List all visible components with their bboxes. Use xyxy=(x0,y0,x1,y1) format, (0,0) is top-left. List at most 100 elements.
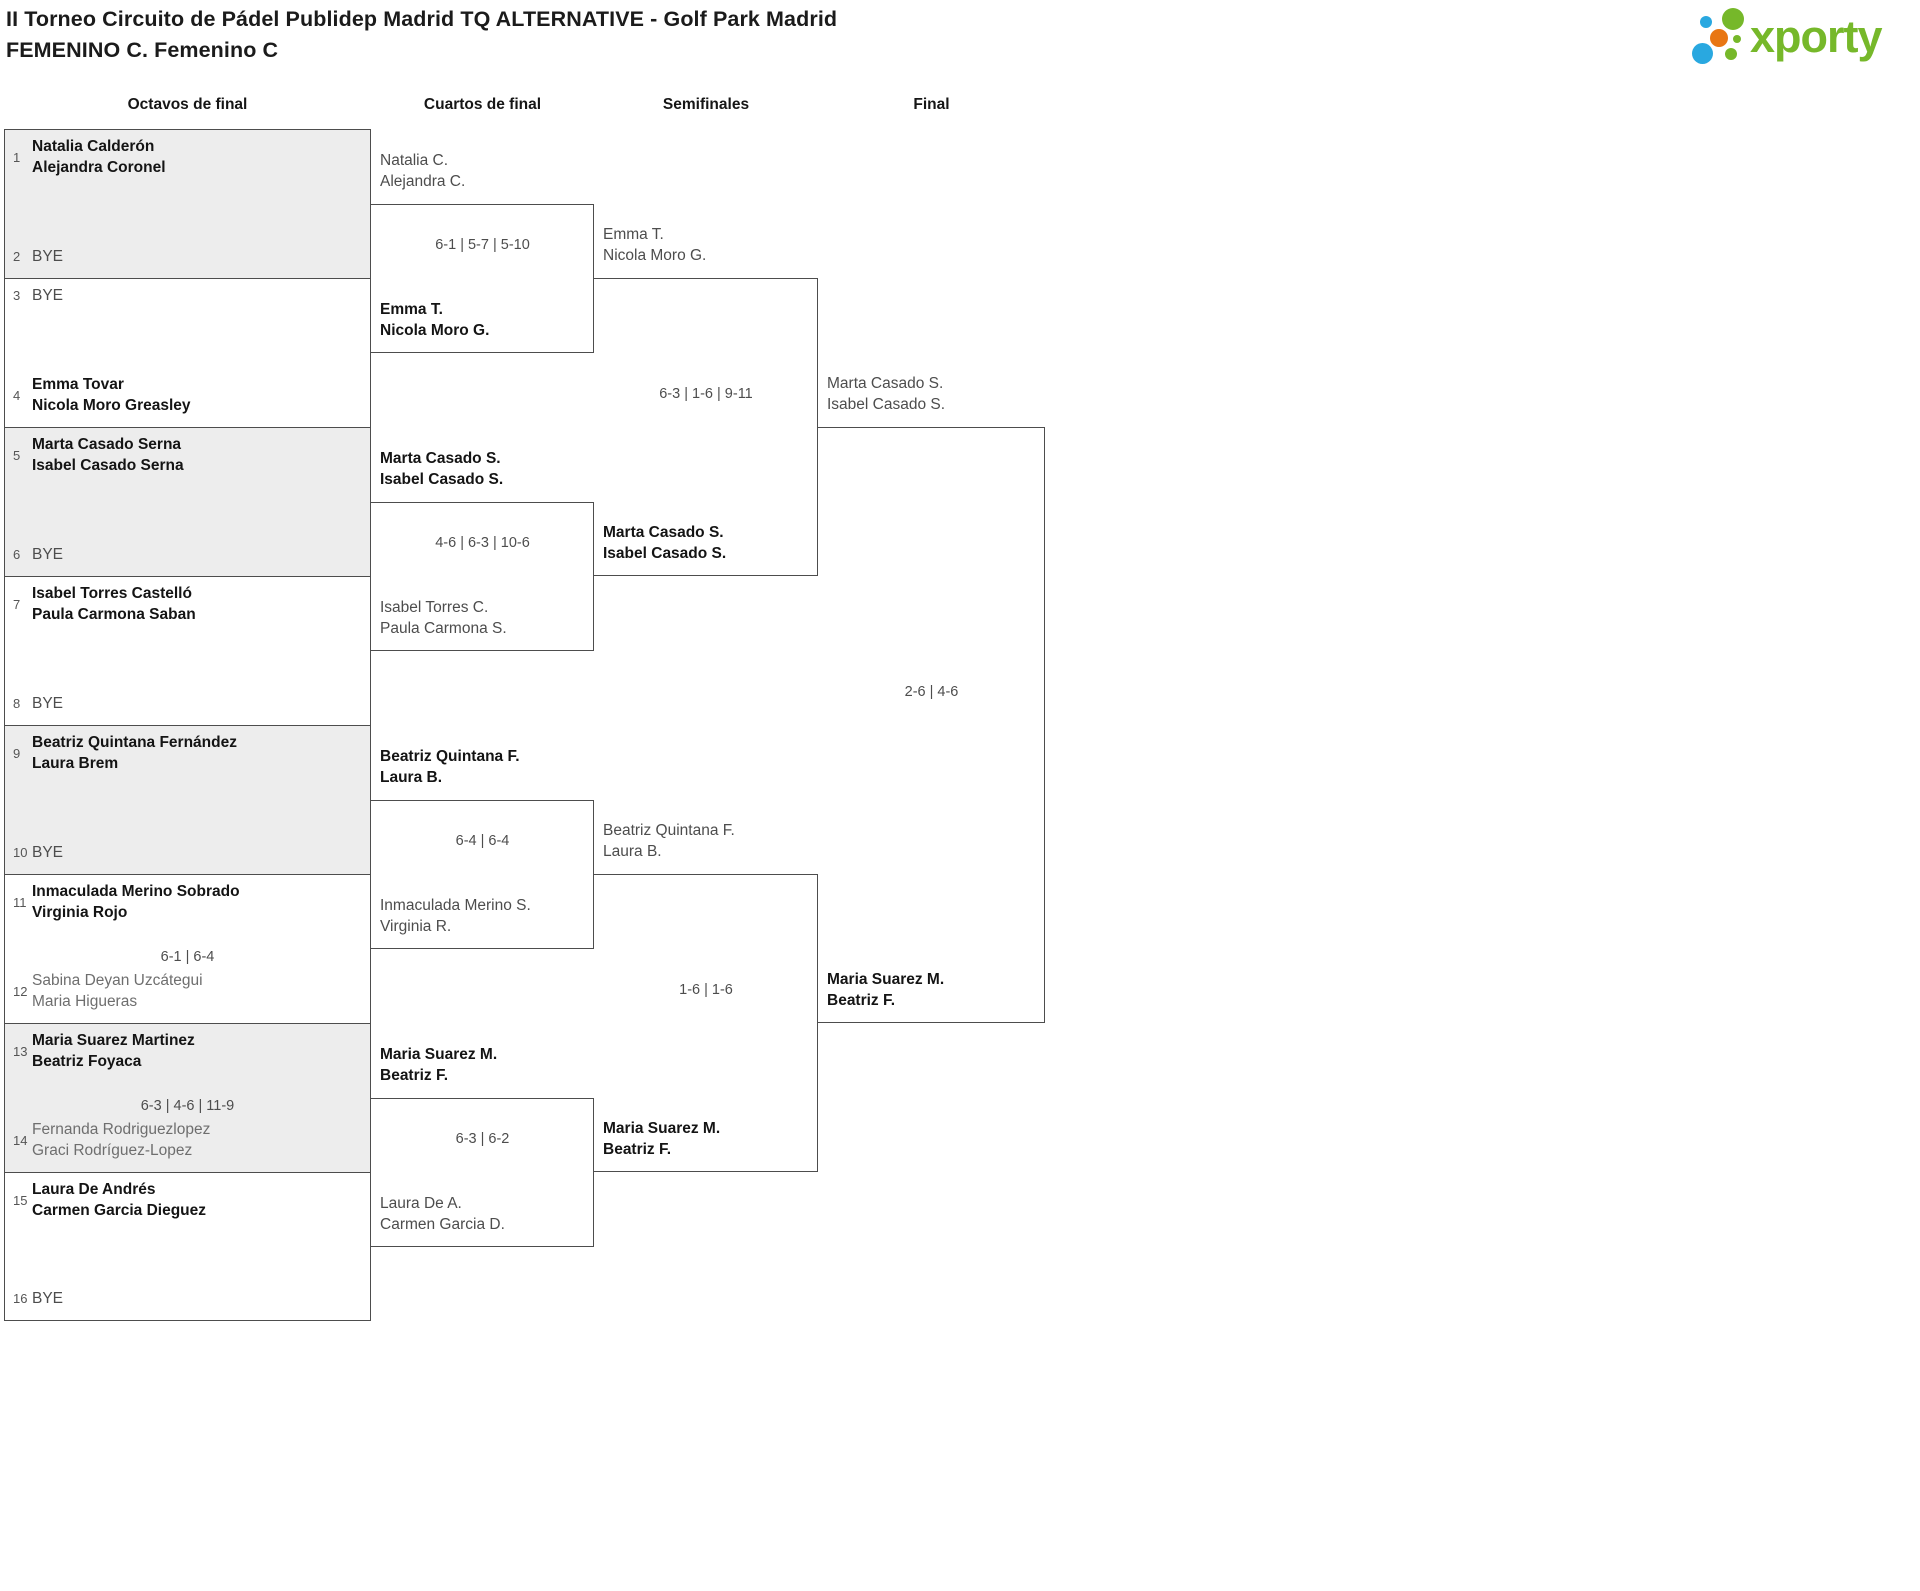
team-label-bottom: Inmaculada Merino S. Virginia R. xyxy=(380,896,531,935)
match-score: 4-6 | 6-3 | 10-6 xyxy=(435,535,530,551)
match-score: 6-1 | 6-4 xyxy=(160,949,215,965)
r1-match-2-top-slot: 3 BYE xyxy=(5,285,364,306)
seed-number: 12 xyxy=(13,983,28,999)
r1-match-3-top-slot: 5 Marta Casado Serna Isabel Casado Serna xyxy=(5,434,364,476)
seed-number: 4 xyxy=(13,387,21,403)
r1-match-5-top-slot: 9 Beatriz Quintana Fernández Laura Brem xyxy=(5,732,364,774)
r1-match-1-box: 1 Natalia Calderón Alejandra Coronel 2 BYE xyxy=(4,129,371,278)
seed-number: 9 xyxy=(13,745,21,761)
r1-match-3-bottom-slot: 6 BYE xyxy=(5,544,364,565)
seed-number: 3 xyxy=(13,288,21,303)
semifinals-match-1-box xyxy=(594,278,818,576)
semifinals-match-2-box xyxy=(594,874,818,1172)
logo-dot-blue-small xyxy=(1700,16,1712,28)
r1-match-6-top-slot: 11 Inmaculada Merino Sobrado Virginia Roj… xyxy=(5,881,364,923)
team-label-bottom: Isabel Torres C. Paula Carmona S. xyxy=(380,598,507,637)
r1-match-8-bottom-slot: 16 BYE xyxy=(5,1288,364,1309)
round-header-semifinales: Semifinales xyxy=(662,96,750,113)
xporty-logo-text: xporty xyxy=(1750,11,1883,62)
quarterfinals-match-3-box xyxy=(371,799,594,949)
team-name: BYE xyxy=(32,546,64,563)
seed-number: 5 xyxy=(13,447,21,463)
team-name: BYE xyxy=(32,248,64,265)
seed-number: 15 xyxy=(13,1192,28,1208)
match-score: 6-4 | 6-4 xyxy=(455,833,510,849)
team-label-top: Marta Casado S. Isabel Casado S. xyxy=(827,375,946,413)
team-name: Inmaculada Merino Sobrado Virginia Rojo xyxy=(32,883,240,921)
match-score: 6-3 | 4-6 | 11-9 xyxy=(140,1098,235,1114)
r1-match-2-bottom-slot: 4 Emma Tovar Nicola Moro Greasley xyxy=(5,374,364,416)
logo-dot-green-large xyxy=(1722,8,1744,30)
team-label-top: Beatriz Quintana F. Laura B. xyxy=(603,822,735,860)
quarterfinals-match-1-box xyxy=(371,203,594,353)
team-label-bottom: Laura De A. Carmen Garcia D. xyxy=(380,1194,505,1233)
seed-number: 14 xyxy=(13,1132,28,1148)
r1-match-1-bottom-slot: 2 BYE xyxy=(5,246,364,267)
team-label-top: Emma T. Nicola Moro G. xyxy=(603,226,707,264)
round-header-octavos: Octavos de final xyxy=(127,96,248,113)
team-label-bottom: Marta Casado S. Isabel Casado S. xyxy=(603,524,727,562)
quarterfinals-match-2-box xyxy=(371,501,594,651)
team-label-top: Maria Suarez M. Beatriz F. xyxy=(380,1045,498,1084)
logo-dot-green-tiny xyxy=(1733,35,1741,43)
round-header-final: Final xyxy=(913,96,950,113)
team-name: BYE xyxy=(32,287,64,304)
team-name: Emma Tovar Nicola Moro Greasley xyxy=(32,376,191,414)
r1-match-6-box: 11 Inmaculada Merino Sobrado Virginia Roj… xyxy=(4,874,371,1023)
seed-number: 7 xyxy=(13,596,21,612)
team-name: Maria Suarez Martinez Beatriz Foyaca xyxy=(32,1032,195,1070)
xporty-logo[interactable]: xporty xyxy=(1688,3,1920,79)
r1-match-2-box: 3 BYE 4 Emma Tovar Nicola Moro Greasley xyxy=(4,278,371,427)
match-score: 6-3 | 1-6 | 9-11 xyxy=(659,386,753,402)
page-title: II Torneo Circuito de Pádel Publidep Mad… xyxy=(6,4,837,66)
team-name: Marta Casado Serna Isabel Casado Serna xyxy=(32,436,184,474)
page-title-line2: FEMENINO C. Femenino C xyxy=(6,38,279,62)
match-score: 6-1 | 5-7 | 5-10 xyxy=(435,237,530,253)
team-name: Laura De Andrés Carmen Garcia Dieguez xyxy=(32,1181,207,1219)
seed-number: 6 xyxy=(13,547,21,562)
match-score: 1-6 | 1-6 xyxy=(679,982,733,998)
r1-match-3-box: 5 Marta Casado Serna Isabel Casado Serna 6… xyxy=(4,427,371,576)
seed-number: 2 xyxy=(13,249,21,264)
logo-dot-green-small xyxy=(1725,48,1737,60)
seed-number: 13 xyxy=(13,1043,28,1059)
round-header-cuartos: Cuartos de final xyxy=(423,96,542,113)
team-label-bottom: Maria Suarez M. Beatriz F. xyxy=(827,971,945,1009)
team-name: Beatriz Quintana Fernández Laura Brem xyxy=(32,734,237,772)
logo-dot-blue-large xyxy=(1692,43,1713,64)
team-name: BYE xyxy=(32,844,64,861)
match-score: 6-3 | 6-2 xyxy=(455,1131,510,1147)
team-label-bottom: Emma T. Nicola Moro G. xyxy=(380,300,490,339)
r1-match-4-top-slot: 7 Isabel Torres Castelló Paula Carmona Sa… xyxy=(5,583,364,625)
team-name: Sabina Deyan Uzcátegui Maria Higueras xyxy=(32,972,203,1010)
team-label-top: Beatriz Quintana F. Laura B. xyxy=(380,747,520,786)
seed-number: 11 xyxy=(13,894,27,910)
seed-number: 8 xyxy=(13,696,21,711)
team-name: Isabel Torres Castelló Paula Carmona Sab… xyxy=(32,585,196,623)
seed-number: 10 xyxy=(13,845,28,860)
r1-match-5-bottom-slot: 10 BYE xyxy=(5,842,364,863)
r1-match-4-bottom-slot: 8 BYE xyxy=(5,693,364,714)
team-label-top: Natalia C. Alejandra C. xyxy=(380,151,466,190)
logo-dot-orange xyxy=(1710,29,1728,47)
team-label-bottom: Maria Suarez M. Beatriz F. xyxy=(603,1120,721,1158)
team-label-top: Marta Casado S. Isabel Casado S. xyxy=(380,449,504,488)
r1-match-4-box: 7 Isabel Torres Castelló Paula Carmona Sa… xyxy=(4,576,371,725)
team-name: Fernanda Rodriguezlopez Graci Rodríguez-… xyxy=(32,1121,211,1159)
r1-match-1-top-slot: 1 Natalia Calderón Alejandra Coronel xyxy=(5,136,364,178)
final-match-1-box xyxy=(818,427,1045,1023)
team-name: BYE xyxy=(32,1290,64,1307)
team-name: Natalia Calderón Alejandra Coronel xyxy=(32,138,166,176)
r1-match-5-box: 9 Beatriz Quintana Fernández Laura Brem 10… xyxy=(4,725,371,874)
page-title-line1: II Torneo Circuito de Pádel Publidep Mad… xyxy=(6,7,838,31)
quarterfinals-match-4-box xyxy=(371,1097,594,1247)
team-name: BYE xyxy=(32,695,64,712)
seed-number: 16 xyxy=(13,1291,28,1306)
seed-number: 1 xyxy=(13,149,21,165)
